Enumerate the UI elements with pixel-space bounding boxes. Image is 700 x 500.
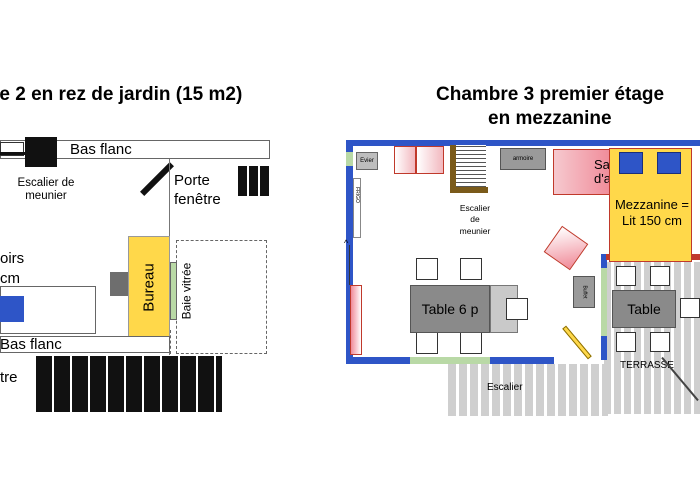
bureau-desk: Bureau [128,236,170,338]
frigo-label-wrap: FRIGO [348,185,366,205]
evier: Evier [356,152,378,170]
door-arrow [349,245,350,285]
terrasse-label: TERRASSE [620,360,674,371]
chair-t-3 [616,332,636,352]
escalier-label-r: Escalier de meunier [459,203,491,236]
porte-label: Porte fenêtre [174,172,221,208]
chair [110,272,128,296]
porte-fenetre-block [238,166,270,196]
placards-label: oirs cm [0,250,25,288]
evier-label: Evier [360,158,374,164]
window-right [601,268,607,336]
window-bottom [410,357,490,364]
yellow-plank [562,325,592,360]
chair-t-1 [616,266,636,286]
chair-t-4 [650,332,670,352]
terrace-table: Table [612,290,676,328]
left-plan-title: re 2 en rez de jardin (15 m2) [0,84,243,105]
sofa-left [350,285,362,355]
wall-top [346,140,700,146]
bed-lower-blue [0,296,24,322]
table-6p: Table 6 p [410,285,490,333]
door-arrow-top: ^ [344,238,349,248]
right-plan-title-2: en mezzanine [488,108,612,129]
buffet: Buffet [573,276,595,308]
deck-stairs [36,356,222,412]
chair-t6-1 [416,258,438,280]
salle-label: Sa d'a [594,157,611,187]
chair-t-2 [650,266,670,286]
counter-2 [416,146,444,174]
table-label: Table [627,301,661,317]
bureau-label: Bureau [140,262,158,312]
escalier-ext-label: Escalier [487,382,523,393]
armoire: armoire [500,148,546,170]
escalier-label: Escalier de meunier [17,177,75,203]
table6-label: Table 6 p [421,301,479,317]
armoire-label: armoire [512,156,534,162]
chair-t6-5 [506,298,528,320]
window-left-top [346,152,353,166]
chair-t6-2 [460,258,482,280]
bed-bottom-label: Bas flanc [0,336,62,353]
mezzanine-label: Mezzanine = Lit 150 cm [614,197,690,229]
pillow-1 [619,152,643,174]
stair-stripes [448,364,608,416]
bed-bottom [0,336,170,353]
terrace-outline [176,240,267,354]
interior-stairs-base [450,187,488,193]
stair-block [25,137,57,167]
stair-line [0,152,30,155]
buffet-label: Buffet [580,285,587,299]
chair-t6-4 [460,332,482,354]
bottom-cut-label: tre [0,369,18,386]
terrace-dots [170,330,177,354]
bed-top-label: Bas flanc [70,141,132,158]
counter-1 [394,146,416,174]
pillow-2 [657,152,681,174]
salle-eau [553,149,613,195]
chair-t-5 [680,298,700,318]
frigo [353,178,361,238]
chair-t6-3 [416,332,438,354]
pink-chair [543,225,589,271]
interior-stairs [450,145,486,187]
right-plan-title-1: Chambre 3 premier étage [436,84,665,105]
frigo-label: FRIGO [354,187,360,203]
